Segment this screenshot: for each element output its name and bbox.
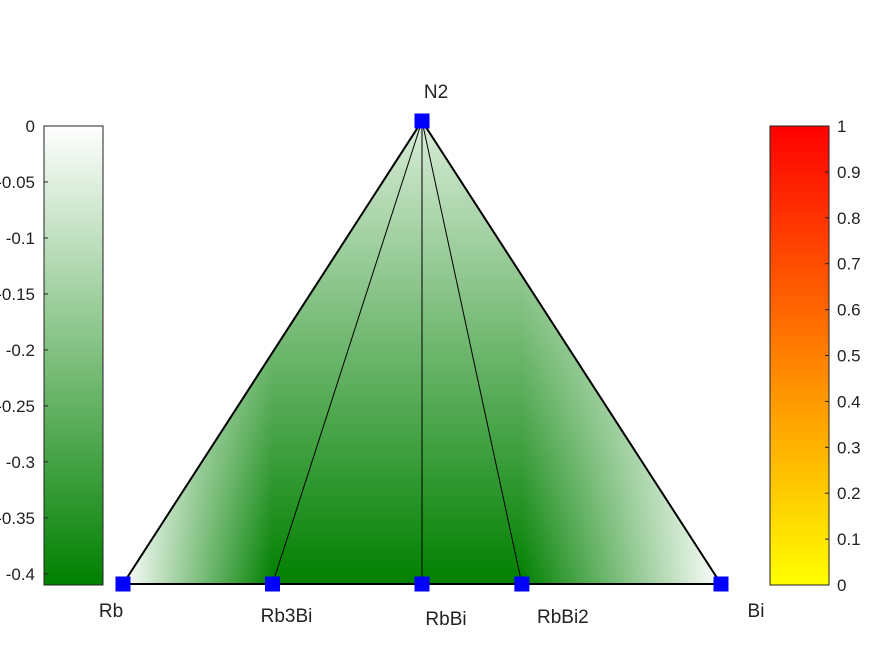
phase-label-bi: Bi <box>748 601 765 622</box>
triangle-edge-right <box>421 120 722 585</box>
phase-label-rb3bi: Rb3Bi <box>261 606 313 627</box>
right-colorbar-tick-label: 0.5 <box>837 347 861 366</box>
tie-line <box>421 120 523 585</box>
right-colorbar-tick-label: 0.1 <box>837 530 861 549</box>
tie-line <box>272 120 423 585</box>
left-colorbar-tick-label: -0.05 <box>0 173 35 192</box>
left-colorbar-tick-label: -0.15 <box>0 285 35 304</box>
left-colorbar-gradient <box>43 125 104 586</box>
right-colorbar-tick-label: 0.8 <box>837 209 861 228</box>
left-colorbar-tick-label: -0.2 <box>6 341 35 360</box>
right-colorbar-tick-label: 0.4 <box>837 392 861 411</box>
right-colorbar-tick-label: 0.9 <box>837 163 861 182</box>
phase-marker <box>414 113 430 129</box>
phase-markers <box>115 113 729 592</box>
phase-marker <box>514 576 530 592</box>
left-colorbar-tick-label: -0.3 <box>6 453 35 472</box>
phase-marker <box>265 576 280 592</box>
right-colorbar-tick-label: 0.2 <box>837 484 861 503</box>
phase-marker <box>115 576 131 592</box>
phase-labels: Rb Rb3Bi RbBi RbBi2 Bi N2 <box>99 82 765 630</box>
tie-lines <box>122 120 722 585</box>
phase-label-rbbi2: RbBi2 <box>537 607 589 628</box>
phase-marker <box>414 576 430 592</box>
phase-label-rb: Rb <box>99 601 123 622</box>
phase-marker <box>713 576 729 592</box>
right-colorbar-tick-label: 0 <box>837 576 846 595</box>
right-colorbar-gradient <box>769 125 830 586</box>
left-colorbar-tick-label: -0.1 <box>6 229 35 248</box>
left-colorbar-tick-label: -0.25 <box>0 397 35 416</box>
right-colorbar: 0 0.1 0.2 0.3 0.4 0.5 0.6 0.7 0.8 0.9 1 <box>769 117 861 595</box>
left-colorbar-tick-label: 0 <box>26 117 35 136</box>
right-colorbar-tick-label: 1 <box>837 117 846 136</box>
phase-label-n2: N2 <box>424 82 448 103</box>
left-colorbar-tick-label: -0.35 <box>0 509 35 528</box>
triangle-edge-left <box>122 120 423 585</box>
left-colorbar-tick-label: -0.4 <box>6 565 35 584</box>
right-colorbar-tick-label: 0.6 <box>837 301 861 320</box>
right-colorbar-tick-label: 0.7 <box>837 255 861 274</box>
right-colorbar-tick-label: 0.3 <box>837 438 861 457</box>
phase-label-rbbi: RbBi <box>425 609 466 630</box>
left-colorbar: 0 -0.05 -0.1 -0.15 -0.2 -0.25 -0.3 -0.35 -0.4 <box>0 117 104 586</box>
